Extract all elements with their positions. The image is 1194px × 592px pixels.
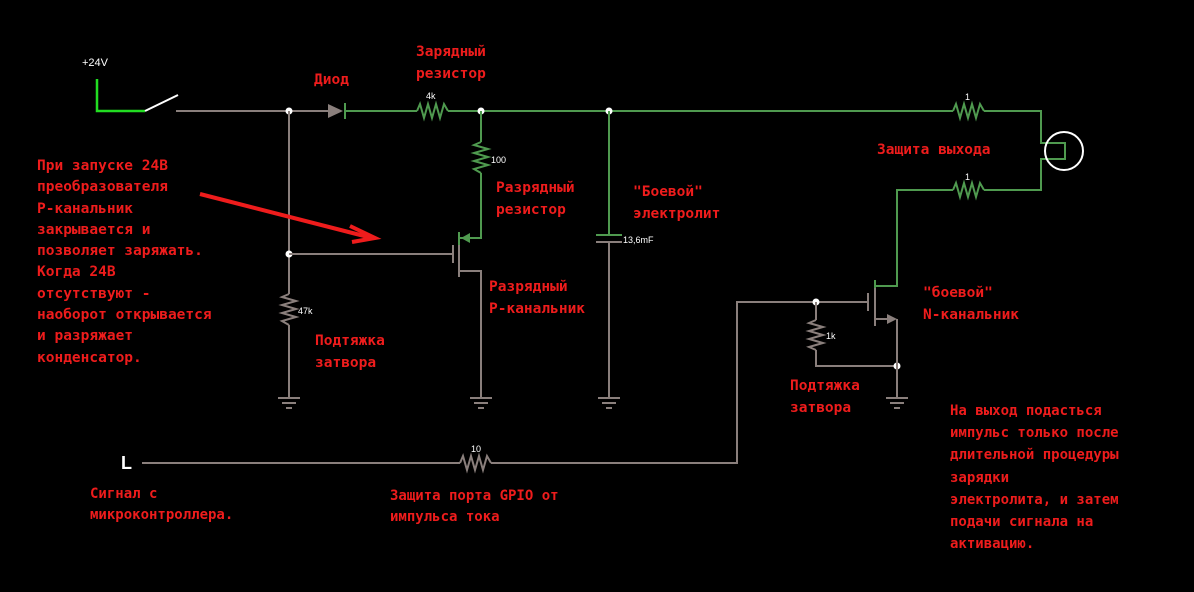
resistor-out-top	[952, 100, 985, 122]
label-gate-pullup-p: Подтяжка затвора	[315, 333, 385, 371]
label-charge-resistor: Зарядный резистор	[416, 44, 486, 82]
resistor-gate-pullup-p	[278, 293, 300, 326]
r-charge-value: 4k	[426, 91, 436, 101]
supply-label: +24V	[82, 57, 108, 69]
r-out-top-value: 1	[965, 92, 970, 102]
capacitor-value: 13,6mF	[623, 235, 654, 245]
signal-input-terminal[interactable]: L	[121, 453, 132, 473]
switch[interactable]	[144, 94, 179, 112]
output-load-icon	[1044, 131, 1084, 171]
label-gate-pullup-n: Подтяжка затвора	[790, 378, 860, 416]
r-out-bottom-value: 1	[965, 172, 970, 182]
diode-icon	[328, 104, 343, 118]
resistor-gate-pullup-n	[805, 319, 827, 351]
r-100-value: 100	[491, 155, 506, 165]
label-mcu-signal: Сигнал с микроконтроллера.	[90, 486, 234, 523]
ground-icon	[470, 397, 492, 409]
label-diode: Диод	[314, 72, 349, 88]
ground-icon	[598, 397, 620, 409]
annotation-startup-note: При запуске 24В преобразователя P-каналь…	[37, 158, 212, 366]
label-gpio-protection: Защита порта GPIO от импульса тока	[390, 488, 559, 525]
label-n-channel: "боевой" N-канальник	[923, 285, 1020, 323]
wire-1k-to-source	[815, 350, 897, 367]
p-mosfet-icon	[452, 232, 482, 398]
resistor-out-bottom	[952, 179, 985, 201]
resistor-gpio	[459, 452, 492, 474]
r-47k-value: 47k	[298, 306, 313, 316]
n-mosfet-icon	[867, 280, 898, 398]
r-1k-value: 1k	[826, 331, 836, 341]
supply-wire	[95, 79, 145, 113]
ground-icon	[886, 397, 908, 409]
label-output-protection: Защита выхода	[877, 142, 991, 158]
wire-out-bottom-to-drain	[875, 189, 953, 287]
ground-icon	[278, 397, 300, 409]
wire-to-p-source	[460, 173, 482, 239]
wire-out-top	[984, 110, 1066, 191]
wire-gpio-to-gate	[491, 301, 868, 464]
annotation-arrow-icon	[199, 192, 382, 244]
resistor-discharge	[470, 141, 492, 174]
label-electrolyte: "Боевой" электролит	[633, 184, 721, 222]
annotation-output-note: На выход подасться импульс только после …	[950, 403, 1119, 553]
r-gpio-value: 10	[471, 444, 481, 454]
label-discharge-resistor: Разрядный резистор	[496, 180, 575, 218]
label-p-channel: Разрядный P-канальник	[489, 279, 586, 317]
resistor-charge	[416, 100, 449, 122]
